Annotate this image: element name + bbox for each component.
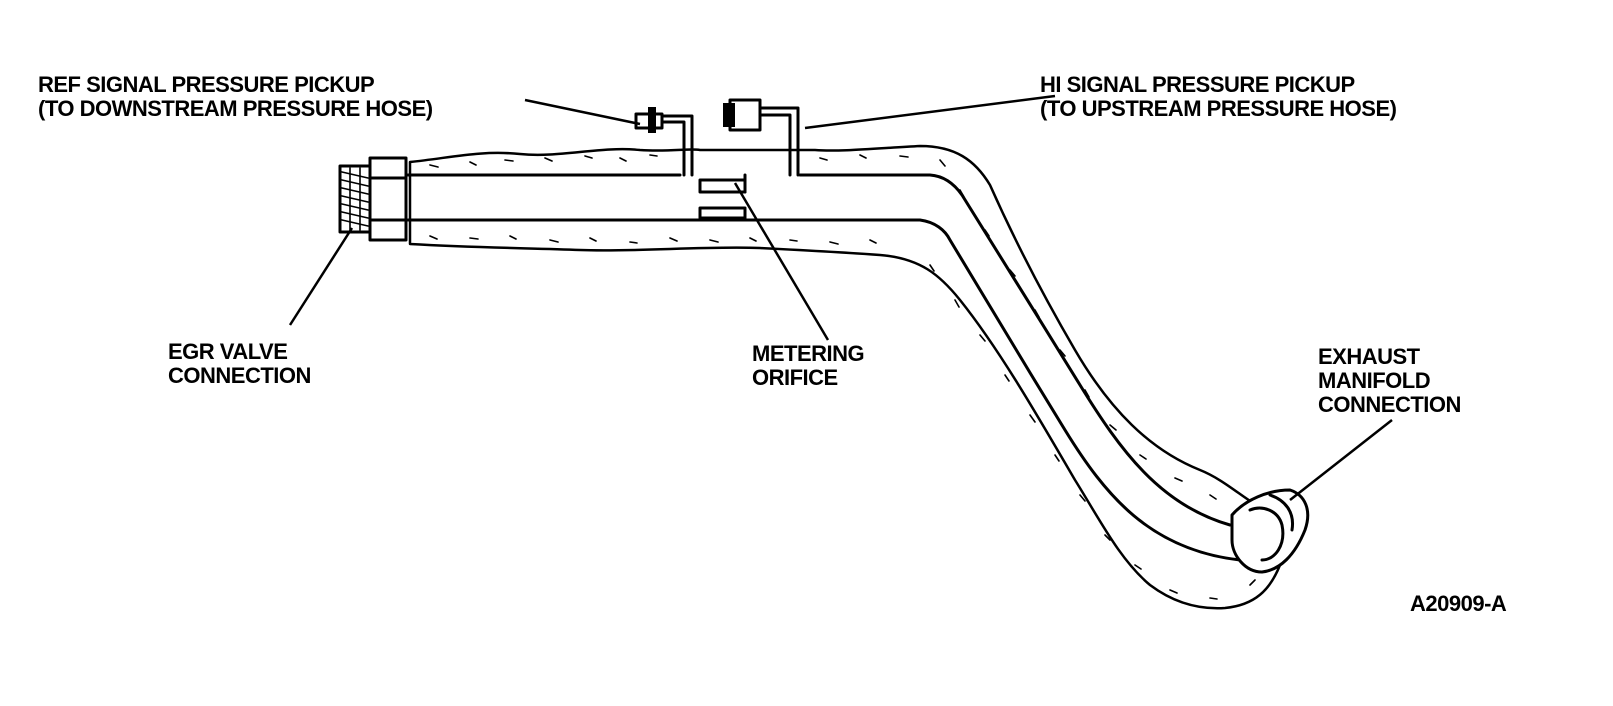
ref-signal-port	[634, 107, 694, 177]
egr-valve-label: EGR VALVE CONNECTION	[168, 340, 311, 388]
exhaust-manifold-fitting	[1230, 488, 1310, 574]
exhaust-manifold-label-line3: CONNECTION	[1318, 392, 1461, 417]
pipe-bottom-wall	[406, 218, 1242, 562]
leader-egr-valve	[288, 227, 354, 326]
leader-exhaust-manifold	[1289, 419, 1393, 501]
metering-orifice-label-line1: METERING	[752, 341, 865, 366]
exhaust-manifold-label-line2: MANIFOLD	[1318, 368, 1431, 393]
hi-signal-port	[723, 98, 800, 177]
exhaust-manifold-label: EXHAUST MANIFOLD CONNECTION	[1318, 345, 1461, 417]
ref-pickup-label: REF SIGNAL PRESSURE PICKUP (TO DOWNSTREA…	[38, 73, 433, 121]
exhaust-manifold-label-line1: EXHAUST	[1318, 344, 1420, 369]
metering-orifice-label-line2: ORIFICE	[752, 365, 838, 390]
pipe-top-wall	[406, 173, 1232, 527]
ref-pickup-label-line1: REF SIGNAL PRESSURE PICKUP	[38, 72, 375, 97]
ref-pickup-label-line2: (TO DOWNSTREAM PRESSURE HOSE)	[38, 96, 433, 121]
metering-orifice-plates	[698, 173, 747, 220]
leader-metering-orifice	[733, 182, 830, 341]
insulation-texture	[429, 154, 1256, 600]
hi-pickup-label-line2: (TO UPSTREAM PRESSURE HOSE)	[1040, 96, 1397, 121]
hi-pickup-label: HI SIGNAL PRESSURE PICKUP (TO UPSTREAM P…	[1040, 72, 1397, 121]
leader-hi-pickup	[804, 94, 1056, 130]
egr-valve-label-line2: CONNECTION	[168, 363, 311, 388]
egr-valve-fitting	[338, 156, 408, 242]
figure-id-label: A20909-A	[1410, 591, 1507, 616]
metering-orifice-label: METERING ORIFICE	[752, 341, 865, 390]
hi-pickup-label-line1: HI SIGNAL PRESSURE PICKUP	[1040, 72, 1355, 97]
leader-ref-pickup	[524, 98, 641, 126]
egr-valve-label-line1: EGR VALVE	[168, 339, 288, 364]
